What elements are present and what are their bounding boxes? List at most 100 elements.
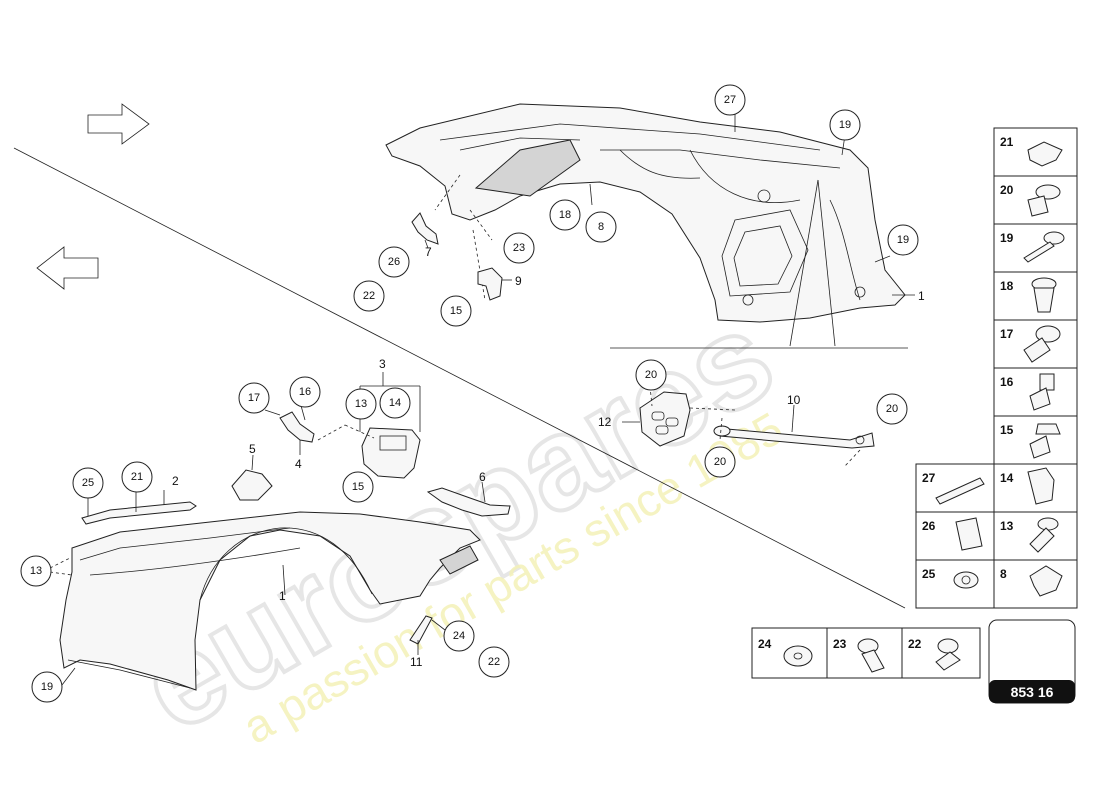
callout-circles: 27 19 19 18 8 23 26 22 15 17 16 13 14 15… [20, 84, 919, 703]
svg-text:21: 21 [131, 471, 143, 483]
callout-19: 19 [31, 671, 63, 703]
svg-text:21: 21 [1000, 135, 1014, 149]
fastener-cell-19: 19 [993, 223, 1078, 273]
label-3: 3 [379, 357, 386, 371]
svg-text:14: 14 [389, 397, 401, 409]
callout-8: 8 [585, 211, 617, 243]
svg-text:19: 19 [1000, 231, 1014, 245]
bracket-12 [639, 391, 691, 447]
fastener-cell-27: 27 [915, 463, 995, 513]
svg-text:23: 23 [833, 637, 847, 651]
part-labels: 7 9 1 3 4 5 2 6 1 11 12 10 [172, 245, 925, 669]
callout-17: 17 [238, 382, 270, 414]
label-5: 5 [249, 442, 256, 456]
callout-19: 19 [887, 224, 919, 256]
inner-wheel-arch-assembly [385, 103, 906, 323]
callout-20: 20 [876, 393, 908, 425]
label-9: 9 [515, 274, 522, 288]
svg-text:13: 13 [1000, 519, 1014, 533]
bracket-3 [317, 372, 421, 479]
callout-14: 14 [379, 387, 411, 419]
fastener-cell-25: 25 [915, 559, 995, 609]
callout-22: 22 [353, 280, 385, 312]
label-6: 6 [479, 470, 486, 484]
fastener-cell-18: 18 [993, 271, 1078, 321]
svg-text:15: 15 [1000, 423, 1014, 437]
fastener-cell-15: 15 [993, 415, 1078, 465]
svg-text:15: 15 [450, 305, 462, 317]
label-11: 11 [410, 655, 423, 669]
outer-wheel-arch-panel [59, 511, 481, 691]
fastener-cell-13: 13 [993, 511, 1078, 561]
svg-text:8: 8 [598, 221, 604, 233]
label-1: 1 [279, 589, 286, 603]
fastener-cell-20: 20 [993, 175, 1078, 225]
arrow-left-icon [36, 246, 99, 290]
callout-13: 13 [345, 388, 377, 420]
label-4: 4 [295, 457, 302, 471]
fastener-cell-8: 8 [993, 559, 1078, 609]
svg-text:24: 24 [758, 637, 772, 651]
svg-text:20: 20 [714, 456, 726, 468]
svg-text:19: 19 [897, 234, 909, 246]
svg-text:19: 19 [41, 681, 53, 693]
svg-text:14: 14 [1000, 471, 1014, 485]
svg-text:19: 19 [839, 119, 851, 131]
svg-text:24: 24 [453, 630, 465, 642]
callout-19: 19 [829, 109, 861, 141]
svg-text:20: 20 [1000, 183, 1014, 197]
svg-text:18: 18 [1000, 279, 1014, 293]
bracket-17 [279, 411, 315, 443]
svg-text:15: 15 [352, 481, 364, 493]
arrow-right-icon [87, 103, 150, 145]
callout-27: 27 [714, 84, 746, 116]
callout-15: 15 [440, 295, 472, 327]
svg-text:26: 26 [922, 519, 936, 533]
bracket-9 [477, 267, 503, 301]
callout-16: 16 [289, 376, 321, 408]
svg-text:27: 27 [922, 471, 936, 485]
svg-text:13: 13 [30, 565, 42, 577]
svg-text:22: 22 [908, 637, 922, 651]
label-1: 1 [918, 289, 925, 303]
callout-15: 15 [342, 471, 374, 503]
svg-text:25: 25 [82, 477, 94, 489]
svg-text:25: 25 [922, 567, 936, 581]
fastener-cell-23: 23 [826, 627, 903, 679]
diagram-number: 853 16 [1011, 684, 1054, 700]
callout-23: 23 [503, 232, 535, 264]
svg-text:8: 8 [1000, 567, 1007, 581]
bracket-5 [231, 469, 273, 501]
callout-18: 18 [549, 199, 581, 231]
label-12: 12 [598, 415, 612, 429]
label-10: 10 [787, 393, 801, 407]
svg-text:17: 17 [1000, 327, 1014, 341]
fastener-cell-14: 14 [993, 463, 1078, 513]
fastener-cell-22: 22 [901, 627, 981, 679]
svg-text:22: 22 [363, 290, 375, 302]
callout-13: 13 [20, 555, 52, 587]
callout-26: 26 [378, 246, 410, 278]
fastener-cell-24: 24 [751, 627, 828, 679]
callout-20: 20 [704, 446, 736, 478]
fastener-cell-21: 21 [993, 127, 1078, 177]
callout-21: 21 [121, 461, 153, 493]
diagram-number-box: 853 16 [988, 619, 1076, 704]
callout-24: 24 [443, 620, 475, 652]
svg-text:16: 16 [299, 386, 311, 398]
svg-text:17: 17 [248, 392, 260, 404]
label-7: 7 [425, 245, 432, 259]
svg-text:16: 16 [1000, 375, 1014, 389]
svg-text:22: 22 [488, 656, 500, 668]
fastener-table: 21 20 19 18 17 16 15 27 14 26 13 25 8 24… [751, 127, 1078, 679]
svg-text:26: 26 [388, 256, 400, 268]
svg-text:27: 27 [724, 94, 736, 106]
strip-11 [409, 615, 433, 645]
svg-text:20: 20 [645, 369, 657, 381]
callout-20: 20 [635, 359, 667, 391]
callout-25: 25 [72, 467, 104, 499]
svg-text:23: 23 [513, 242, 525, 254]
bracket-7 [411, 212, 439, 245]
separator-line [13, 147, 906, 609]
